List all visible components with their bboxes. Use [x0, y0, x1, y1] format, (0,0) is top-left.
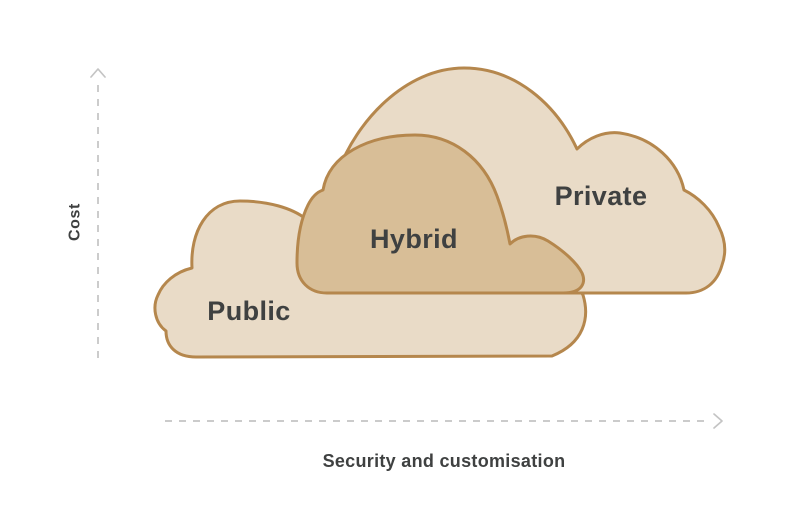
public-cloud-label: Public	[207, 296, 290, 326]
arrow-right-icon	[713, 413, 723, 429]
hybrid-cloud-label: Hybrid	[370, 224, 458, 254]
private-cloud-label: Private	[555, 181, 648, 211]
x-axis-label: Security and customisation	[323, 451, 566, 471]
y-axis-label: Cost	[67, 203, 84, 241]
hybrid-cloud-shape	[295, 133, 586, 295]
arrow-up-icon	[90, 68, 106, 78]
